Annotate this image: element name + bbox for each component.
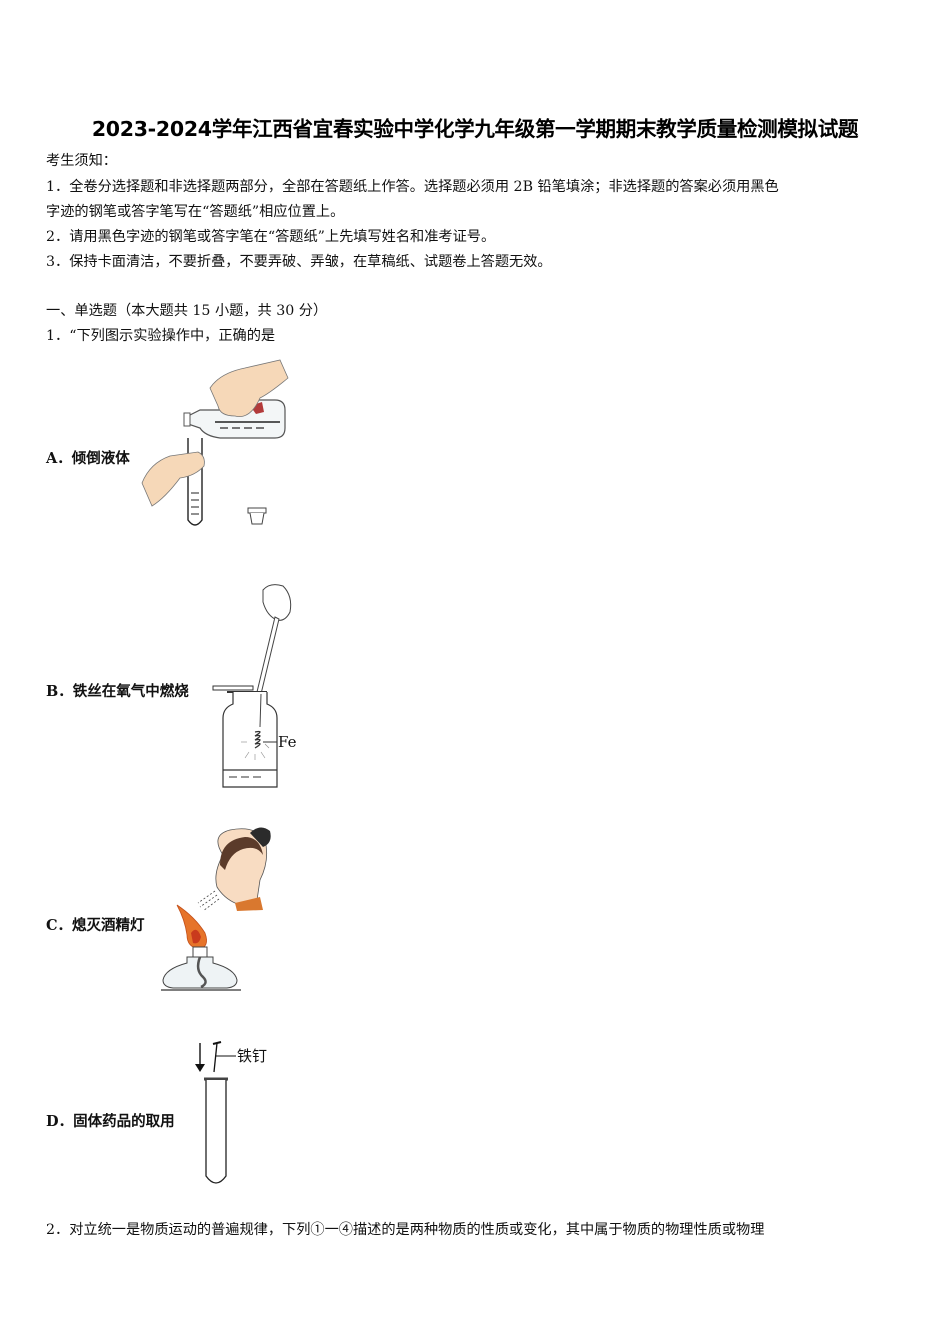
option-b-label: B．铁丝在氧气中燃烧 [46, 683, 189, 700]
document-title: 2023-2024学年江西省宜春实验中学化学九年级第一学期期末教学质量检测模拟试… [91, 117, 859, 141]
iron-coil-icon [254, 730, 261, 749]
notice-item-3: 3．保持卡面清洁，不要折叠，不要弄破、弄皱，在草稿纸、试题卷上答题无效。 [46, 254, 552, 270]
notice-item-1-cont: 字迹的钢笔或答字笔写在“答题纸”相应位置上。 [46, 204, 345, 220]
iron-nail-icon [212, 1041, 236, 1073]
alcohol-lamp-icon [161, 946, 241, 991]
reagent-bottle-icon [183, 399, 286, 439]
solid-reagent-figure [195, 1041, 236, 1184]
test-tube-icon [204, 1077, 228, 1184]
question-2-text: 2．对立统一是物质运动的普遍规律，下列①一④描述的是两种物质的性质或变化，其中属… [46, 1222, 765, 1238]
alcohol-lamp-figure [161, 827, 271, 991]
person-head-icon [215, 827, 271, 911]
flame-icon [176, 904, 207, 950]
option-a-label: A．倾倒液体 [46, 450, 130, 467]
section-heading: 一、单选题（本大题共 15 小题，共 30 分） [46, 303, 328, 319]
stopper-icon [247, 507, 267, 525]
option-d-label: D．固体药品的取用 [46, 1113, 175, 1130]
test-tube-icon [187, 438, 203, 526]
fe-label: Fe [278, 733, 297, 751]
down-arrow-icon [195, 1043, 205, 1072]
iron-wire-burning-figure [212, 584, 292, 788]
pour-liquid-figure [141, 359, 289, 526]
notice-item-1: 1．全卷分选择题和非选择题两部分，全部在答题纸上作答。选择题必须用 2B 铅笔填… [46, 179, 779, 195]
question-1-text: 1．“下列图示实验操作中，正确的是 [46, 328, 276, 344]
option-c-label: C．熄灭酒精灯 [46, 917, 145, 934]
notice-item-2: 2．请用黑色字迹的钢笔或答字笔在“答题纸”上先填写姓名和准考证号。 [46, 229, 496, 245]
gas-jar-icon [222, 692, 278, 788]
iron-nail-label: 铁钉 [237, 1047, 268, 1065]
hand-icon [141, 451, 205, 507]
notice-heading: 考生须知： [46, 153, 117, 169]
tongs-icon [256, 616, 280, 695]
hand-icon [209, 359, 289, 417]
hand-icon [262, 584, 292, 621]
